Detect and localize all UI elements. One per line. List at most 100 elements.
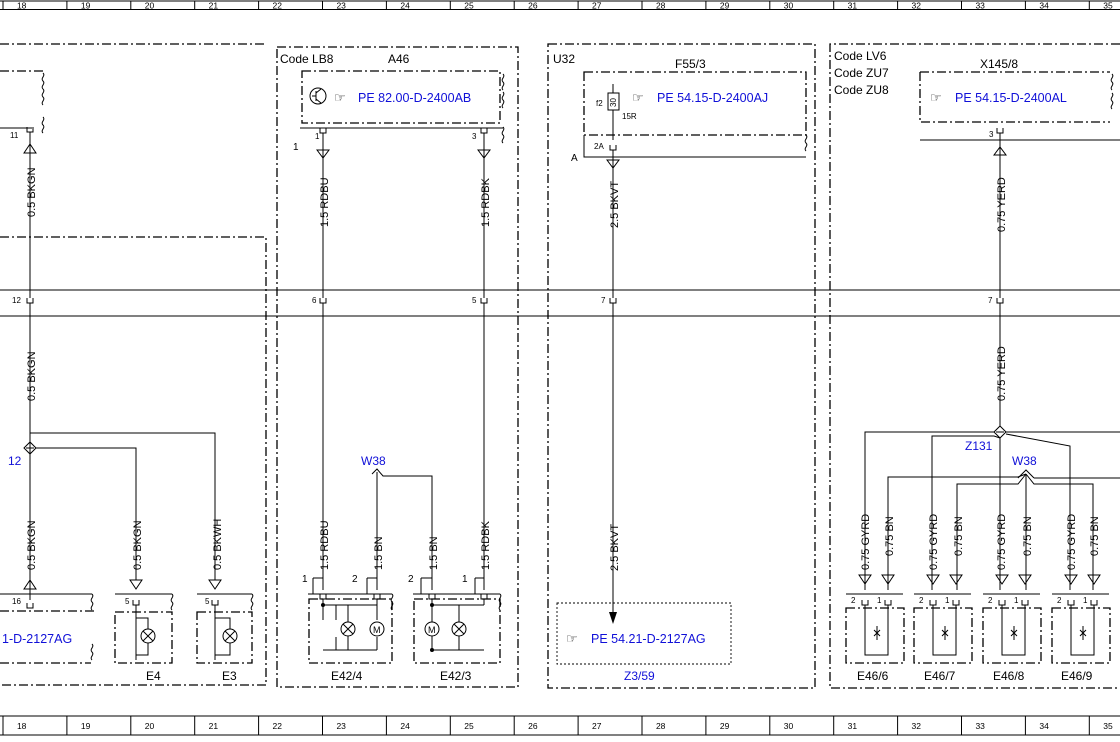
ruler-number-bottom: 32 [912, 721, 922, 731]
wire-label-rdbk-bottom: 1.5 RDBK [480, 520, 492, 570]
wire-label-gyrd-3: 0.75 GYRD [996, 514, 1008, 570]
pin-16-label: 16 [12, 597, 21, 606]
component-e46-box [913, 607, 973, 664]
ruler-number-bottom: 33 [975, 721, 985, 731]
hand-pointer-icon: ☞ [566, 631, 578, 646]
wire-label-bn075-3: 0.75 BN [1022, 516, 1034, 556]
reference-left-partial[interactable]: 1-D-2127AG [2, 632, 72, 646]
ruler-number-bottom: 19 [81, 721, 91, 731]
label-w38-b: W38 [1012, 454, 1037, 468]
label-u32: U32 [553, 52, 575, 66]
ruler-number-bottom: 34 [1039, 721, 1049, 731]
wire-label-gyrd-2: 0.75 GYRD [928, 514, 940, 570]
ruler-number-bottom: 29 [720, 721, 730, 731]
module-a46 [301, 70, 501, 124]
reference-pe-54-21[interactable]: PE 54.21-D-2127AG [591, 632, 706, 646]
svg-text:30: 30 [609, 98, 618, 107]
svg-text:1: 1 [315, 132, 320, 141]
svg-text:5: 5 [125, 597, 130, 606]
ruler-number-bottom: 25 [464, 721, 474, 731]
label-z131: Z131 [965, 439, 993, 453]
label-e42-4: E42/4 [331, 669, 363, 683]
frame-u32 [547, 43, 816, 689]
svg-text:f2: f2 [596, 99, 603, 108]
wire-label-rdbu-bottom: 1.5 RDBU [319, 520, 331, 570]
component-e42-3-box [413, 598, 501, 664]
svg-text:1: 1 [462, 574, 468, 585]
ruler-number-top: 28 [656, 1, 666, 11]
wire-label-bkvt-top: 2.5 BKVT [609, 181, 621, 228]
wire-label-bkwh-e3: 0.5 BKWH [212, 519, 224, 570]
svg-text:1: 1 [1083, 596, 1088, 605]
svg-text:2: 2 [919, 596, 924, 605]
wire-label-rdbk-top: 1.5 RDBK [480, 177, 492, 227]
ruler-number-bottom: 20 [145, 721, 155, 731]
svg-text:7: 7 [988, 296, 993, 305]
label-e46-8: E46/8 [993, 669, 1025, 683]
bottom-ruler [0, 715, 1120, 736]
frame-code-lv6 [829, 43, 1120, 689]
module-x145-8 [919, 71, 1110, 123]
ruler-number-top: 34 [1039, 1, 1049, 11]
svg-text:1: 1 [945, 596, 950, 605]
reference-pe-54-al[interactable]: PE 54.15-D-2400AL [955, 91, 1067, 105]
ruler-number-top: 24 [400, 1, 410, 11]
ruler-number-bottom: 35 [1103, 721, 1113, 731]
wire-label-bkvt-bottom: 2.5 BKVT [609, 524, 621, 571]
ruler-number-top: 18 [17, 1, 27, 11]
led-icon [941, 626, 949, 640]
svg-text:3: 3 [472, 132, 477, 141]
wire-label-bkgn-top: 0.5 BKGN [26, 167, 38, 217]
label-code-lv6: Code LV6 [834, 49, 887, 63]
svg-text:M: M [428, 625, 436, 635]
reference-pe-82[interactable]: PE 82.00-D-2400AB [358, 91, 471, 105]
led-icon [873, 626, 881, 640]
svg-text:1: 1 [877, 596, 882, 605]
label-w38-a: W38 [361, 454, 386, 468]
ruler-number-top: 31 [848, 1, 858, 11]
svg-text:15R: 15R [622, 112, 637, 121]
ruler-number-top: 33 [975, 1, 985, 11]
svg-text:2: 2 [988, 596, 993, 605]
label-code-zu8: Code ZU8 [834, 83, 889, 97]
svg-text:2: 2 [1057, 596, 1062, 605]
ruler-number-top: 35 [1103, 1, 1113, 11]
label-code-zu7: Code ZU7 [834, 66, 889, 80]
component-e4-box [114, 611, 173, 664]
label-f55-3: F55/3 [675, 57, 706, 71]
wire-label-gyrd-1: 0.75 GYRD [860, 514, 872, 570]
svg-text:2A: 2A [594, 142, 604, 151]
wire-label-bkgn-bottom: 0.5 BKGN [26, 520, 38, 570]
label-a46: A46 [388, 52, 410, 66]
ruler-number-top: 30 [784, 1, 794, 11]
svg-text:2: 2 [408, 574, 414, 585]
ruler-number-top: 29 [720, 1, 730, 11]
splice-12-label: 12 [8, 454, 22, 468]
svg-text:1: 1 [293, 142, 299, 153]
pin-11-label: 11 [10, 131, 19, 140]
label-e46-7: E46/7 [924, 669, 956, 683]
component-e46-box [1051, 607, 1111, 664]
label-e46-6: E46/6 [857, 669, 889, 683]
transistor-icon [309, 87, 327, 105]
svg-text:1: 1 [302, 574, 308, 585]
reference-pe-54-aj[interactable]: PE 54.15-D-2400AJ [657, 91, 768, 105]
svg-text:7: 7 [601, 296, 606, 305]
svg-text:M: M [373, 625, 381, 635]
svg-text:2: 2 [851, 596, 856, 605]
ruler-number-bottom: 21 [209, 721, 219, 731]
ruler-number-bottom: 28 [656, 721, 666, 731]
pin-12-label: 12 [12, 296, 21, 305]
led-icon [1079, 626, 1087, 640]
ruler-number-top: 20 [145, 1, 155, 11]
reference-box-z3-59 [556, 602, 732, 665]
top-ruler [0, 0, 1120, 10]
ruler-number-bottom: 24 [400, 721, 410, 731]
ruler-number-top: 32 [912, 1, 922, 11]
ruler-number-top: 23 [336, 1, 346, 11]
component-e3-box [196, 611, 253, 664]
wire-label-rdbu-top: 1.5 RDBU [319, 177, 331, 227]
wire-label-bkgn-mid: 0.5 BKGN [26, 351, 38, 401]
ruler-number-top: 25 [464, 1, 474, 11]
